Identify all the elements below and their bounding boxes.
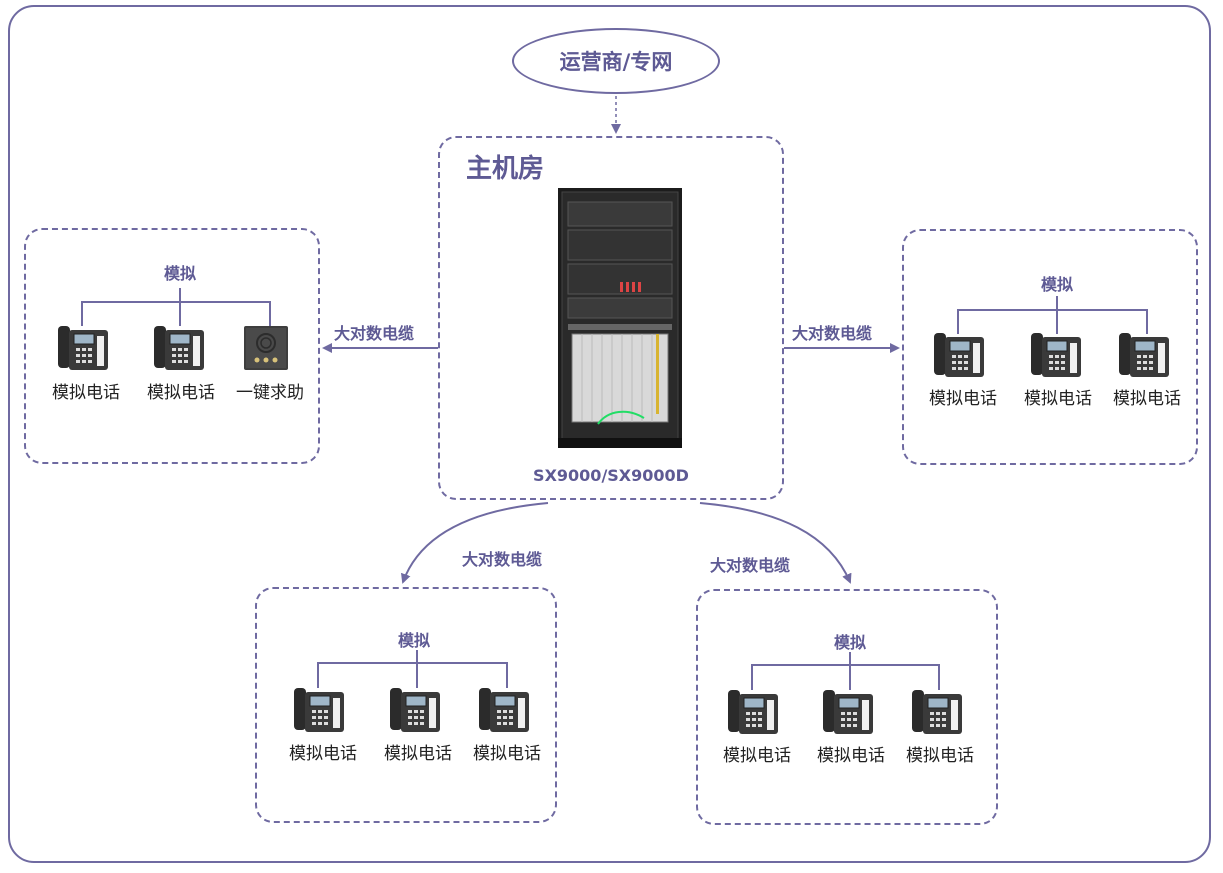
device-label: 模拟电话 xyxy=(384,744,452,764)
network-node: 运营商/专网 xyxy=(512,28,720,94)
tree-lines-bottom-left xyxy=(317,650,508,688)
group-title-bottom-right: 模拟 xyxy=(834,633,867,652)
machine-room-title: 主机房 xyxy=(466,154,545,184)
cable-label-bottom-left: 大对数电缆 xyxy=(462,550,543,569)
group-box-bottom-left xyxy=(255,587,557,823)
analog-phone-icon xyxy=(912,690,962,734)
group-title-right: 模拟 xyxy=(1041,275,1074,294)
analog-phone-icon xyxy=(1031,333,1081,377)
device-label: 模拟电话 xyxy=(52,383,120,403)
emergency-call-box-icon xyxy=(244,326,288,370)
group-box-bottom-right xyxy=(696,589,998,825)
server-rack-icon xyxy=(558,188,682,448)
device-label: 模拟电话 xyxy=(1024,389,1092,409)
device-label: 模拟电话 xyxy=(906,746,974,766)
outer-frame xyxy=(8,5,1211,863)
analog-phone-icon xyxy=(728,690,778,734)
device-label: 模拟电话 xyxy=(1113,389,1181,409)
tree-lines-left xyxy=(81,288,271,326)
tree-lines-bottom-right xyxy=(751,652,940,690)
cable-label-left: 大对数电缆 xyxy=(334,324,415,343)
device-label: 模拟电话 xyxy=(929,389,997,409)
group-title-left: 模拟 xyxy=(164,264,197,283)
group-box-right xyxy=(902,229,1198,465)
device-label: 模拟电话 xyxy=(473,744,541,764)
cable-arrow-bottom-right xyxy=(699,502,852,584)
device-label: 模拟电话 xyxy=(817,746,885,766)
cable-arrow-bottom-left xyxy=(401,502,549,584)
cable-label-bottom-right: 大对数电缆 xyxy=(710,556,791,575)
analog-phone-icon xyxy=(823,690,873,734)
device-label: 一键求助 xyxy=(236,383,304,403)
analog-phone-icon xyxy=(58,326,108,370)
device-label: 模拟电话 xyxy=(289,744,357,764)
analog-phone-icon xyxy=(390,688,440,732)
analog-phone-icon xyxy=(154,326,204,370)
tree-lines-right xyxy=(957,296,1148,334)
group-box-left xyxy=(24,228,320,464)
device-model-label: SX9000/SX9000D xyxy=(533,466,689,485)
analog-phone-icon xyxy=(1119,333,1169,377)
analog-phone-icon xyxy=(934,333,984,377)
analog-phone-icon xyxy=(479,688,529,732)
device-label: 模拟电话 xyxy=(723,746,791,766)
analog-phone-icon xyxy=(294,688,344,732)
network-label: 运营商/专网 xyxy=(559,50,673,74)
cable-label-right: 大对数电缆 xyxy=(792,324,873,343)
device-label: 模拟电话 xyxy=(147,383,215,403)
machine-room-box xyxy=(438,136,784,500)
group-title-bottom-left: 模拟 xyxy=(398,631,431,650)
